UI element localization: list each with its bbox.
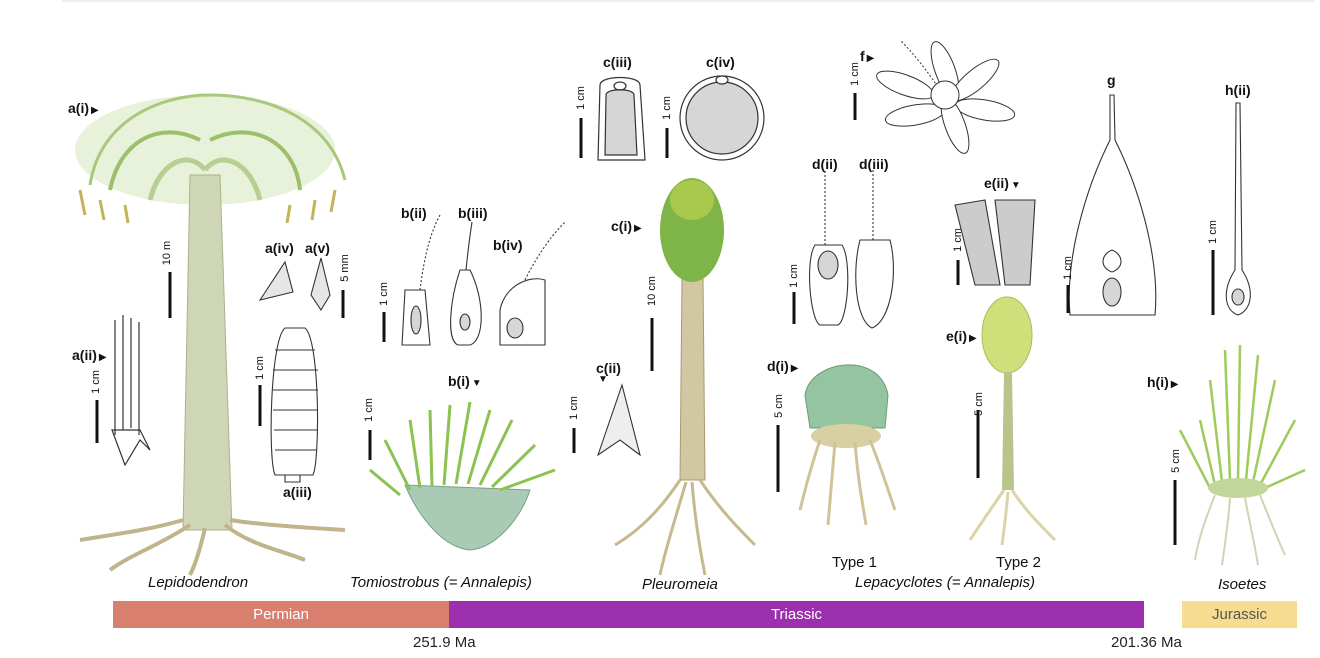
label-b-iii: b(iii) (458, 205, 488, 221)
scale-5cm-e: 5 cm (972, 392, 985, 416)
label-b-ii: b(ii) (401, 205, 427, 221)
label-c-iii: c(iii) (603, 54, 632, 70)
c-iv-drawing (679, 75, 765, 161)
label-b-iv: b(iv) (493, 237, 523, 253)
type-1-label: Type 1 (832, 554, 878, 571)
scale-1cm-b-i: 1 cm (362, 398, 375, 422)
scale-1cm-g: 1 cm (1061, 256, 1074, 280)
c-ii-drawing (596, 383, 641, 457)
isoetes-drawing (1178, 344, 1306, 566)
scale-1cm-c-ii: 1 cm (567, 396, 580, 420)
label-a-iii: a(iii) (283, 484, 312, 500)
scale-1cm-d: 1 cm (787, 264, 800, 288)
label-e-i: e(i)▶ (946, 328, 977, 344)
pleuromeia-drawing (614, 178, 757, 576)
d-ii-drawing (809, 170, 849, 326)
label-h-ii: h(ii) (1225, 82, 1251, 98)
taxon-lepidodendron: Lepidodendron (148, 574, 249, 591)
label-d-iii: d(iii) (859, 156, 889, 172)
label-a-iv: a(iv) (265, 240, 294, 256)
scale-1cm-a-iii: 1 cm (253, 356, 266, 380)
scale-10cm: 10 cm (645, 276, 658, 306)
label-d-i: d(i)▶ (767, 358, 799, 374)
period-triassic: Triassic (449, 601, 1144, 628)
scale-bars (95, 93, 1215, 545)
label-c-iv: c(iv) (706, 54, 735, 70)
c-iii-drawing (597, 76, 646, 161)
a-iii-drawing (270, 327, 319, 483)
label-d-ii: d(ii) (812, 156, 838, 172)
lepacyclotes-type1-drawing (798, 364, 897, 526)
g-drawing (1068, 94, 1157, 316)
scale-5cm-h: 5 cm (1169, 449, 1182, 473)
scale-1cm-b-ii: 1 cm (377, 282, 390, 306)
scale-10m: 10 m (161, 240, 174, 266)
label-g: g (1107, 72, 1116, 88)
b-iii-drawing (450, 221, 482, 346)
lepidodendron-tree-drawing (75, 93, 347, 576)
scale-1cm-a-ii: 1 cm (89, 370, 102, 394)
scale-1cm-c-iii: 1 cm (574, 86, 587, 110)
label-h-i: h(i)▶ (1147, 374, 1179, 390)
d-iii-drawing (855, 170, 894, 329)
taxon-tomiostrobus: Tomiostrobus (= Annalepis) (350, 574, 532, 591)
tomiostrobus-drawing (369, 401, 556, 551)
taxon-lepacyclotes: Lepacyclotes (= Annalepis) (855, 574, 1035, 591)
type-2-label: Type 2 (996, 554, 1042, 571)
label-c-ii: c(ii) (596, 360, 621, 376)
label-a-v: a(v) (305, 240, 330, 256)
b-iv-drawing (499, 221, 566, 346)
boundary-permian-triassic: 251.9 Ma (413, 634, 476, 651)
h-ii-drawing (1225, 102, 1251, 316)
label-b-i: b(i)▼ (448, 373, 482, 389)
a-iv-drawing (258, 260, 294, 301)
label-c-i: c(i)▶ (611, 218, 642, 234)
scale-1cm-e-ii: 1 cm (951, 228, 964, 252)
boundary-triassic-jurassic: 201.36 Ma (1111, 634, 1182, 651)
taxon-pleuromeia: Pleuromeia (642, 576, 718, 593)
scale-1cm-c-iv: 1 cm (660, 96, 673, 120)
f-drawing (876, 39, 1016, 154)
c-ii-arrow-icon: ▼ (598, 374, 608, 385)
taxon-isoetes: Isoetes (1218, 576, 1267, 593)
label-a-ii: a(ii)▶ (72, 347, 107, 363)
e-ii-drawing (954, 199, 1036, 286)
period-jurassic: Jurassic (1182, 601, 1297, 628)
a-v-drawing (310, 257, 331, 312)
b-ii-drawing (401, 214, 441, 346)
scale-5cm-d: 5 cm (772, 394, 785, 418)
scale-1cm-f: 1 cm (848, 62, 861, 86)
label-e-ii: e(ii)▼ (984, 175, 1021, 191)
scale-5mm-a: 5 mm (338, 254, 351, 282)
a-ii-drawing (111, 315, 151, 467)
lepacyclotes-type2-drawing (968, 296, 1057, 546)
label-a-i: a(i)▶ (68, 100, 99, 116)
label-f: f▶ (860, 48, 875, 64)
period-permian: Permian (113, 601, 449, 628)
scale-1cm-h-ii: 1 cm (1206, 220, 1219, 244)
